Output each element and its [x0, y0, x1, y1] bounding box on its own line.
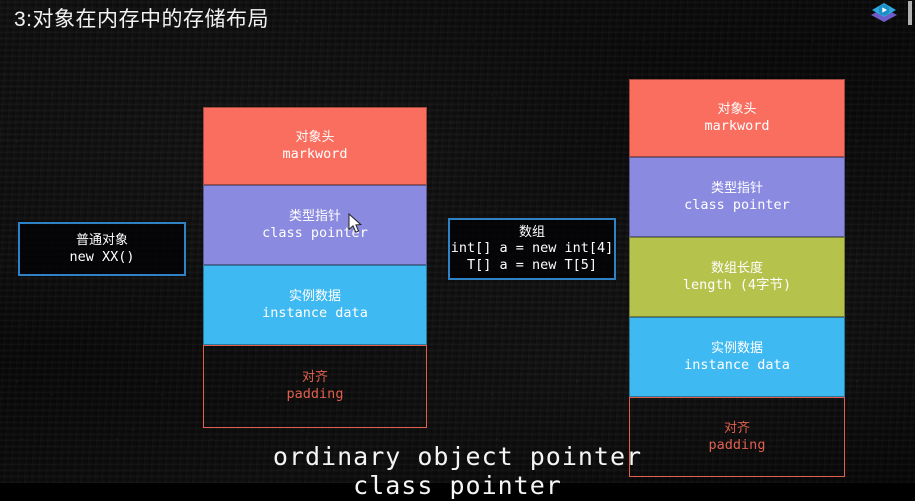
memory-segment-label-cn: 对齐 [723, 419, 750, 435]
memory-segment-label-en: instance data [262, 304, 368, 321]
memory-segment-label-cn: 对象头 [295, 128, 335, 144]
memory-segment-label-cn: 对齐 [301, 369, 328, 385]
memory-segment-label-cn: 实例数据 [710, 339, 763, 355]
memory-segment-label-cn: 实例数据 [288, 287, 341, 303]
memory-segment-label-en: markword [704, 117, 770, 134]
memory-segment-label-en: length (4字节) [682, 276, 792, 293]
array-object-label-cn: 数组 [518, 224, 545, 239]
memory-segment-label-cn: 类型指针 [288, 207, 341, 223]
memory-segment-label-en: instance data [684, 356, 790, 373]
memory-segment-label-cn: 数组长度 [710, 259, 763, 275]
memory-segment-label-en: class pointer [262, 224, 368, 241]
memory-segment-label-en: class pointer [684, 196, 790, 213]
memory-segment-label-en: markword [282, 145, 348, 162]
ordinary-object-label-code: new XX() [69, 248, 135, 265]
array-object-label: 数组 int[] a = new int[4] T[] a = new T[5] [448, 218, 616, 280]
memory-segment-label-en: padding [286, 386, 344, 403]
ordinary-object-label-cn: 普通对象 [75, 232, 128, 248]
array-object-label-code-line2: T[] a = new T[5] [466, 257, 598, 274]
play-button-logo [855, 0, 913, 30]
memory-segment-label-cn: 对象头 [717, 100, 757, 116]
memory-segment-label-en: padding [708, 436, 766, 453]
bottom-annotation: ordinary object pointer class pointer [272, 442, 643, 500]
array-object-label-code-line1: int[] a = new int[4] [450, 240, 614, 257]
ordinary-object-label: 普通对象 new XX() [18, 222, 186, 276]
page-title: 3:对象在内存中的存储布局 [14, 8, 270, 31]
memory-segment-label-cn: 类型指针 [710, 179, 763, 195]
